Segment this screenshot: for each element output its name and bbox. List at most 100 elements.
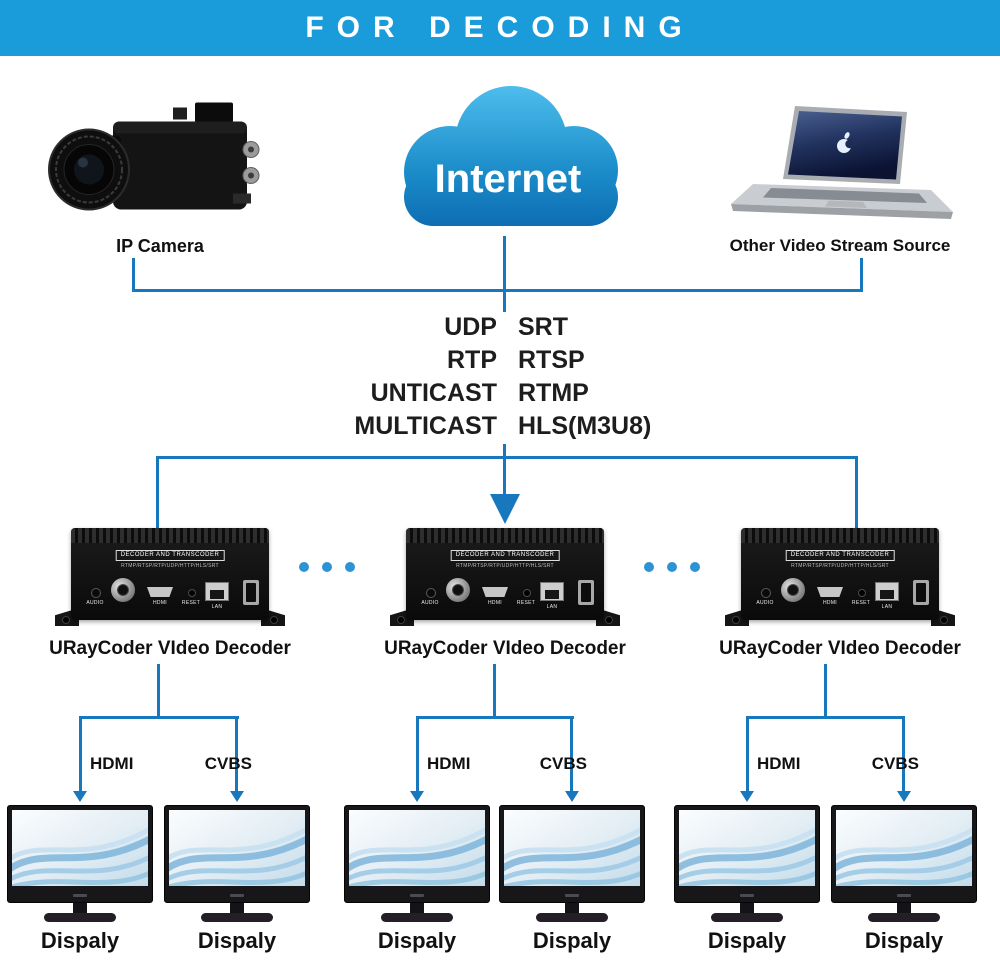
lan-port-icon <box>875 582 899 601</box>
hdmi-port-icon <box>147 587 173 597</box>
power-switch-icon <box>243 580 259 605</box>
lan-port-icon <box>540 582 564 601</box>
monitor-logo <box>73 894 87 897</box>
display-label: Dispaly <box>532 928 612 953</box>
dot <box>299 562 309 572</box>
cloud-stem-line <box>503 236 506 312</box>
dot <box>690 562 700 572</box>
protocol-item: RTMP <box>518 379 589 407</box>
monitor-stand <box>897 903 911 914</box>
internet-cloud-icon: Internet <box>404 86 618 226</box>
monitor-frame <box>7 805 153 903</box>
monitor-screen <box>12 810 148 886</box>
audio-port-label: AUDIO <box>86 600 104 606</box>
power-switch-icon <box>578 580 594 605</box>
reset-port-label: RESET <box>516 600 536 606</box>
laptop-drop-line <box>860 258 863 292</box>
hdmi-port-icon <box>817 587 843 597</box>
bnc-connector-icon <box>446 578 470 602</box>
monitor-base <box>381 913 453 922</box>
decoder-device: DECODER AND TRANSCODER RTMP/RTSP/RTP/UDP… <box>55 528 285 630</box>
hdmi-port-label: HDMI <box>823 600 837 606</box>
output-stem-line <box>157 664 160 718</box>
protocol-stem-line <box>503 444 506 494</box>
monitor-stand <box>230 903 244 914</box>
cvbs-arrow-icon <box>897 791 911 802</box>
ellipsis-dots <box>644 562 700 572</box>
reset-hole-icon <box>188 589 196 597</box>
display-label: Dispaly <box>197 928 277 953</box>
vent-grille <box>741 528 939 543</box>
protocol-item: RTSP <box>518 346 585 374</box>
reset-hole-icon <box>858 589 866 597</box>
cvbs-drop-line <box>902 716 905 793</box>
camera-drop-line <box>132 258 135 292</box>
ellipsis-dots <box>299 562 355 572</box>
monitor-frame <box>344 805 490 903</box>
cvbs-drop-line <box>570 716 573 793</box>
protocol-item: MULTICAST <box>354 412 497 440</box>
device-body <box>406 528 604 620</box>
monitor-frame <box>831 805 977 903</box>
protocol-item: HLS(M3U8) <box>518 412 652 440</box>
monitor-base <box>536 913 608 922</box>
display-label: Dispaly <box>40 928 120 953</box>
monitor-frame <box>499 805 645 903</box>
device-body <box>741 528 939 620</box>
cvbs-output-label: CVBS <box>204 754 252 773</box>
monitor-screen <box>169 810 305 886</box>
laptop-icon <box>731 106 953 219</box>
arrow-down-icon <box>490 494 520 524</box>
camera-label: IP Camera <box>116 236 204 256</box>
decoder-label: URayCoder VIdeo Decoder <box>719 638 961 659</box>
display-label: Dispaly <box>707 928 787 953</box>
cvbs-arrow-icon <box>230 791 244 802</box>
monitor-screen <box>349 810 485 886</box>
hdmi-output-label: HDMI <box>90 754 134 773</box>
hdmi-output-label: HDMI <box>757 754 801 773</box>
device-panel-subtitle: RTMP/RTSP/RTP/UDP/HTTP/HLS/SRT <box>791 563 889 569</box>
dot <box>345 562 355 572</box>
audio-jack-icon <box>426 588 436 598</box>
monitor-base <box>868 913 940 922</box>
output-stem-line <box>824 664 827 718</box>
protocol-item: UNTICAST <box>370 379 497 407</box>
monitor-logo <box>897 894 911 897</box>
right-decoder-drop-line <box>855 456 858 532</box>
output-branch-line <box>417 716 574 719</box>
dot <box>667 562 677 572</box>
internet-label: Internet <box>435 157 582 201</box>
display-label: Dispaly <box>864 928 944 953</box>
decoder-device: DECODER AND TRANSCODER RTMP/RTSP/RTP/UDP… <box>725 528 955 630</box>
cvbs-arrow-icon <box>565 791 579 802</box>
dot <box>322 562 332 572</box>
audio-jack-icon <box>761 588 771 598</box>
hdmi-output-label: HDMI <box>427 754 471 773</box>
bnc-connector-icon <box>781 578 805 602</box>
monitor-base <box>44 913 116 922</box>
cvbs-output-label: CVBS <box>871 754 919 773</box>
device-body <box>71 528 269 620</box>
monitor-stand <box>565 903 579 914</box>
source-bus-line <box>132 289 863 292</box>
decoder-label: URayCoder VIdeo Decoder <box>49 638 291 659</box>
dot <box>644 562 654 572</box>
protocol-list-left: UDP RTP UNTICAST MULTICAST <box>240 311 497 443</box>
protocol-item: SRT <box>518 313 568 341</box>
vent-grille <box>406 528 604 543</box>
device-panel-subtitle: RTMP/RTSP/RTP/UDP/HTTP/HLS/SRT <box>456 563 554 569</box>
decoder-device: DECODER AND TRANSCODER RTMP/RTSP/RTP/UDP… <box>390 528 620 630</box>
monitor-base <box>711 913 783 922</box>
monitor-screen <box>504 810 640 886</box>
bnc-connector-icon <box>111 578 135 602</box>
protocol-item: UDP <box>444 313 497 341</box>
hdmi-drop-line <box>79 716 82 793</box>
monitor-stand <box>410 903 424 914</box>
monitor-frame <box>674 805 820 903</box>
protocol-list-right: SRT RTSP RTMP HLS(M3U8) <box>518 311 768 443</box>
left-decoder-drop-line <box>156 456 159 532</box>
laptop-keyboard <box>763 188 927 203</box>
monitor-screen <box>679 810 815 886</box>
cvbs-drop-line <box>235 716 238 793</box>
